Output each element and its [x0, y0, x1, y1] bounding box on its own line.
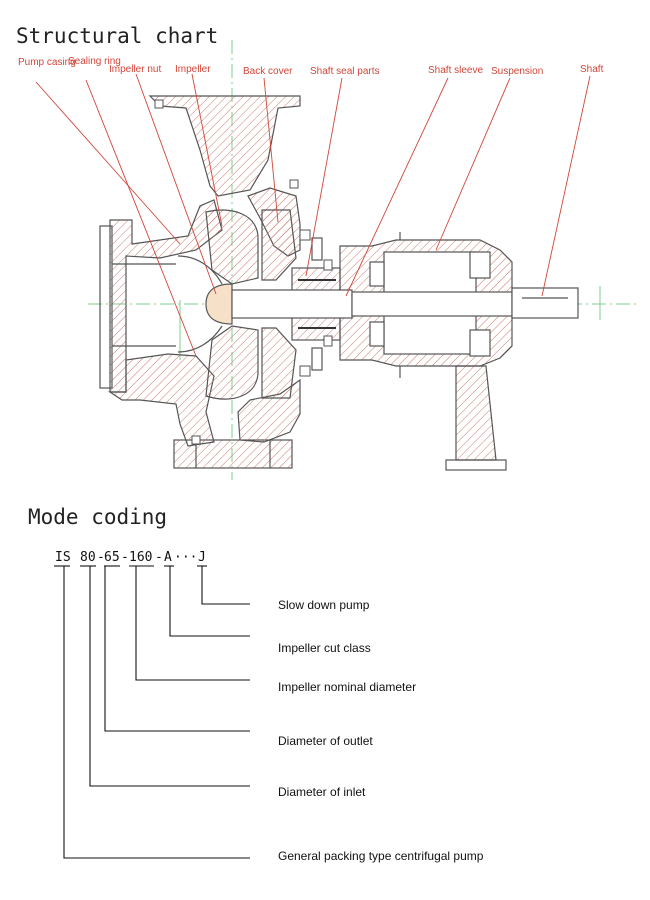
part-label-impeller-nut: Impeller nut: [109, 64, 162, 75]
code-meaning-general-type: General packing type centrifugal pump: [278, 849, 484, 863]
code-segment-slow-down: J: [198, 550, 206, 565]
support-foot: [445, 459, 507, 471]
code-meaning-outlet: Diameter of outlet: [278, 734, 373, 748]
impeller-nut: [205, 283, 233, 325]
code-meaning-slow-down: Slow down pump: [278, 598, 370, 612]
structural-chart-title: Structural chart: [16, 24, 219, 48]
part-label-shaft: Shaft: [580, 64, 604, 75]
code-ellipsis: ···: [174, 550, 198, 565]
impeller-shape: [177, 209, 259, 400]
callout-shaft: Shaft: [580, 64, 603, 75]
callout-back-cover: Back cover: [243, 66, 292, 77]
code-segment-diameter: 160: [129, 550, 153, 565]
shaft-shape: [231, 287, 579, 319]
callout-sealing-ring: Sealing ring: [68, 56, 121, 67]
code-separator: -: [155, 550, 163, 565]
support-bracket: [455, 365, 497, 461]
part-label-suspension: Suspension: [491, 66, 544, 77]
part-label-shaft-sleeve: Shaft sleeve: [428, 65, 484, 76]
code-segment-cut-class: A: [164, 550, 172, 565]
callout-impeller-nut: Impeller nut: [109, 64, 161, 75]
inlet-flange: [99, 225, 176, 389]
pump-cross-section-diagram: [35, 40, 640, 480]
code-meaning-nominal-diameter: Impeller nominal diameter: [278, 680, 417, 694]
callout-shaft-seal-parts: Shaft seal parts: [310, 66, 379, 77]
part-label-back-cover: Back cover: [243, 66, 293, 77]
mode-coding-title: Mode coding: [28, 505, 168, 529]
callout-shaft-sleeve: Shaft sleeve: [428, 65, 483, 76]
back-cover-shape: [261, 209, 297, 399]
part-label-sealing: Sealing ring: [68, 56, 121, 67]
callout-impeller: Impeller: [175, 64, 211, 75]
code-separator: -: [121, 550, 129, 565]
part-label-shaft-seal: Shaft seal parts: [310, 66, 380, 77]
code-meaning-inlet: Diameter of inlet: [278, 785, 366, 799]
code-segment-is: IS: [55, 550, 71, 565]
code-segment-inlet: 80: [80, 550, 96, 565]
callout-suspension: Suspension: [491, 66, 543, 77]
code-meaning-cut-class: Impeller cut class: [278, 641, 371, 655]
callout-pump-casing: Pump casing: [18, 57, 76, 68]
code-segment-outlet: 65: [104, 550, 120, 565]
bolts: [154, 99, 333, 445]
callout-leader-lines: [35, 73, 591, 357]
code-separator: -: [97, 550, 105, 565]
part-label-pump: Pump casing: [18, 57, 76, 68]
part-label-impeller: Impeller: [175, 64, 211, 75]
